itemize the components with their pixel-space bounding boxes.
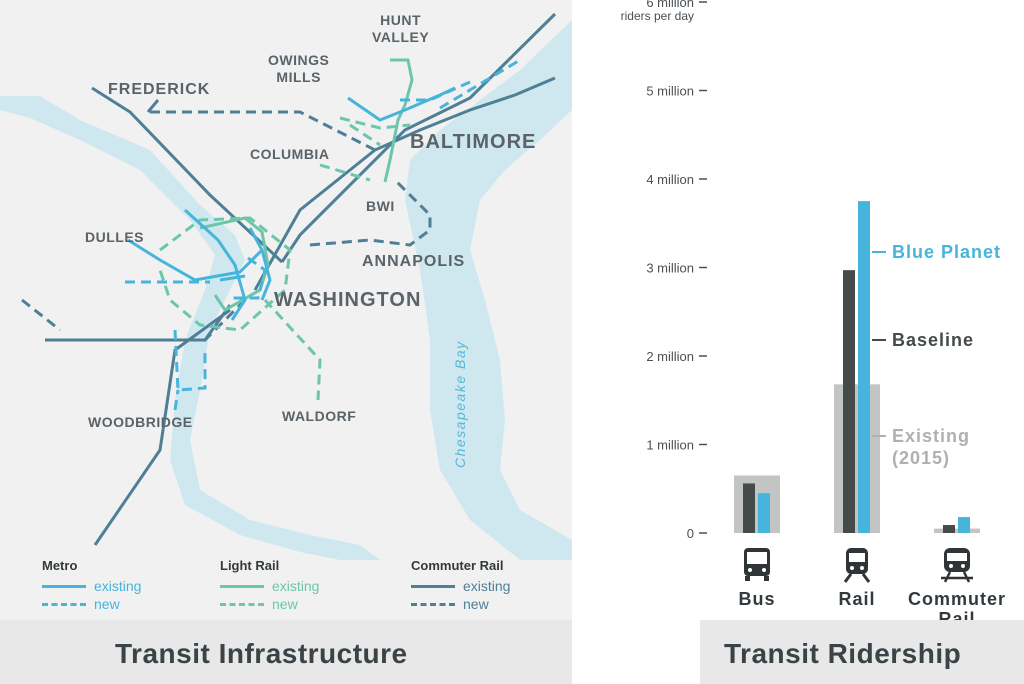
bar-baseline bbox=[743, 483, 755, 533]
bus-window bbox=[747, 552, 767, 564]
legend-label: existing bbox=[463, 578, 511, 594]
legend-swatch-solid bbox=[411, 584, 455, 588]
metro-new bbox=[125, 58, 521, 411]
footer-band-left bbox=[0, 620, 572, 684]
map-graphic bbox=[0, 12, 572, 560]
y-axis-label: riders per day bbox=[621, 9, 694, 23]
bay-label: Chesapeake Bay bbox=[452, 340, 468, 468]
metro-existing bbox=[127, 86, 456, 321]
legend-label: existing bbox=[94, 578, 142, 594]
legend-metro-existing: existing bbox=[42, 577, 141, 595]
legend-swatch-dashed bbox=[220, 602, 264, 606]
y-tick-label: 6 million bbox=[646, 0, 694, 10]
legend-light-rail-new: new bbox=[220, 595, 319, 613]
water-bodies bbox=[0, 20, 572, 560]
bar-baseline bbox=[943, 525, 955, 533]
city-label-waldorf: WALDORF bbox=[282, 408, 357, 424]
city-label-columbia: COLUMBIA bbox=[250, 146, 330, 162]
legend-label: existing bbox=[272, 578, 320, 594]
commuter-light bbox=[961, 564, 965, 568]
train-window bbox=[849, 553, 865, 562]
bars bbox=[734, 201, 980, 533]
light-rail-new bbox=[158, 116, 411, 401]
commuter-rail-new bbox=[21, 110, 432, 347]
commuter-leg bbox=[943, 571, 952, 583]
legend-light-rail-existing: existing bbox=[220, 577, 319, 595]
bus-wheel bbox=[764, 576, 769, 581]
train-icon bbox=[843, 548, 871, 583]
legend-label: new bbox=[94, 596, 120, 612]
city-label-washington: WASHINGTON bbox=[274, 289, 422, 311]
bus-icon bbox=[744, 548, 770, 581]
legend-commuter-rail-title: Commuter Rail bbox=[411, 558, 504, 573]
train-leg bbox=[843, 573, 853, 583]
y-tick-label: 4 million bbox=[646, 172, 694, 187]
y-tick-label: 5 million bbox=[646, 84, 694, 99]
category-label: Bus bbox=[738, 589, 775, 609]
bar-existing bbox=[934, 528, 980, 533]
legend-swatch-solid bbox=[42, 584, 86, 588]
category-label: Commuter bbox=[908, 589, 1006, 609]
legend-label: new bbox=[272, 596, 298, 612]
series-label: (2015) bbox=[892, 448, 950, 468]
legend-commuter-rail: Commuter Rail existing new bbox=[411, 558, 510, 613]
legend-metro-new: new bbox=[42, 595, 141, 613]
city-label-dulles: DULLES bbox=[85, 229, 144, 245]
city-label-baltimore: BALTIMORE bbox=[410, 131, 537, 153]
city-label-woodbridge: WOODBRIDGE bbox=[88, 414, 193, 430]
light-rail-existing bbox=[199, 58, 414, 312]
chesapeake-bay bbox=[405, 20, 572, 560]
series-label: Existing bbox=[892, 426, 970, 446]
commuter-train-icon bbox=[941, 548, 973, 583]
bar-baseline bbox=[843, 270, 855, 533]
category-label: Rail bbox=[838, 589, 875, 609]
legend-metro-title: Metro bbox=[42, 558, 78, 573]
legend-light-rail: Light Rail existing new bbox=[220, 558, 319, 613]
y-tick-label: 0 bbox=[687, 526, 694, 541]
legend-metro: Metro existing new bbox=[42, 558, 141, 613]
y-tick-label: 3 million bbox=[646, 261, 694, 276]
y-axis: 0 1 million 2 million 3 million 4 million 5 m… bbox=[621, 0, 707, 541]
bus-wheel bbox=[745, 576, 750, 581]
commuter-light bbox=[949, 564, 953, 568]
city-label-frederick: FREDERICK bbox=[108, 81, 211, 98]
bar-existing bbox=[834, 384, 880, 533]
footer-band-right bbox=[700, 620, 1024, 684]
series-label: Baseline bbox=[892, 330, 974, 350]
bar-blue-planet bbox=[758, 493, 770, 533]
ridership-chart: 0 1 million 2 million 3 million 4 million 5 m… bbox=[621, 0, 1006, 620]
city-label-bwi: BWI bbox=[366, 198, 395, 214]
city-label-owings-mills: OWINGS MILLS bbox=[268, 52, 330, 85]
legend-swatch-dashed bbox=[42, 602, 86, 606]
transit-map: HUNT VALLEY OWINGS MILLS FREDERICK BALTI… bbox=[0, 0, 572, 620]
legend-label: new bbox=[463, 596, 489, 612]
commuter-window bbox=[947, 553, 967, 561]
title-transit-infrastructure: Transit Infrastructure bbox=[115, 638, 408, 669]
commuter-leg bbox=[962, 571, 971, 583]
bus-light bbox=[762, 568, 766, 572]
bus-light bbox=[748, 568, 752, 572]
commuter-rail-existing bbox=[45, 12, 557, 546]
legend-swatch-solid bbox=[220, 584, 264, 588]
series-label: Blue Planet bbox=[892, 242, 1001, 262]
legend-commuter-rail-new: new bbox=[411, 595, 510, 613]
y-tick-label: 1 million bbox=[646, 438, 694, 453]
category-label: Rail bbox=[938, 609, 975, 620]
train-light bbox=[860, 566, 864, 570]
city-label-annapolis: ANNAPOLIS bbox=[362, 253, 466, 270]
city-label-hunt-valley: HUNT VALLEY bbox=[372, 12, 430, 45]
title-transit-ridership: Transit Ridership bbox=[724, 638, 962, 669]
y-tick-label: 2 million bbox=[646, 349, 694, 364]
legend-light-rail-title: Light Rail bbox=[220, 558, 280, 573]
legend-commuter-rail-existing: existing bbox=[411, 577, 510, 595]
bar-existing bbox=[734, 475, 780, 533]
legend-swatch-dashed bbox=[411, 602, 455, 606]
train-light bbox=[850, 566, 854, 570]
potomac-river bbox=[0, 96, 380, 560]
train-leg bbox=[861, 573, 871, 583]
bar-blue-planet bbox=[958, 517, 970, 533]
bar-blue-planet bbox=[858, 201, 870, 533]
